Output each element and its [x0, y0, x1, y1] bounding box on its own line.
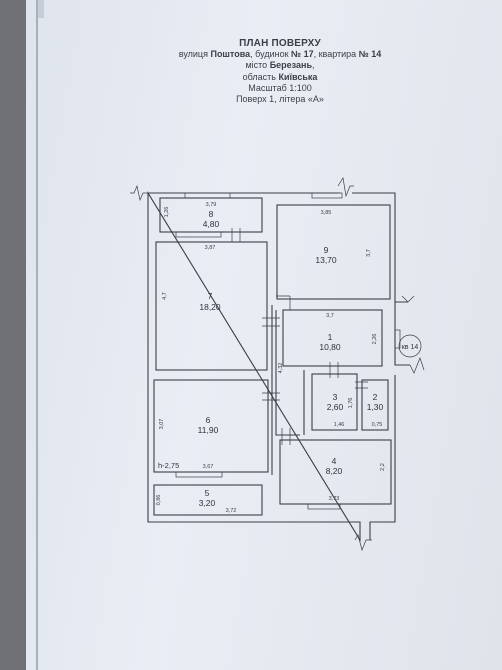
- dim-room4-bottom: 3,73: [329, 496, 340, 502]
- room-number-1: 1: [328, 332, 333, 342]
- binder-spine: [36, 0, 38, 670]
- outer-wall: [147, 191, 410, 542]
- room-number-4: 4: [332, 456, 337, 466]
- break-mark-top-left: [130, 184, 148, 202]
- dim-room1-top: 3,7: [326, 313, 334, 319]
- plan-header: ПЛАН ПОВЕРХУ вулиця Поштова, будинок № 1…: [130, 38, 430, 105]
- room-area-5: 3,20: [199, 498, 216, 508]
- dim-room6-side: 3,07: [159, 419, 165, 430]
- dim-room5-bottom: 3,72: [226, 508, 237, 514]
- break-mark-top: [337, 177, 354, 198]
- paper-sheet: [26, 0, 502, 670]
- room-area-6: 11,90: [198, 425, 219, 435]
- dim-room3-side: 1,76: [348, 398, 354, 409]
- room-area-3: 2,60: [327, 402, 344, 412]
- address-line: вулиця Поштова, будинок № 17, квартира №…: [178, 49, 382, 60]
- room-3-outline: [311, 373, 358, 431]
- apartment-marker: [398, 334, 422, 358]
- oblast-line: область Київська: [242, 71, 318, 82]
- room-9-outline: [276, 204, 391, 300]
- room-number-5: 5: [205, 488, 210, 498]
- scale-line: Масштаб 1:100: [248, 82, 312, 93]
- break-mark-right-top: [401, 295, 415, 303]
- room-2-outline: [361, 379, 389, 431]
- floor-line: Поверх 1, літера «А»: [236, 94, 324, 105]
- room-area-9: 13,70: [315, 255, 337, 265]
- dim-room2-bottom: 0,75: [372, 422, 383, 428]
- room-number-9: 9: [324, 245, 329, 255]
- room-number-2: 2: [373, 392, 378, 402]
- dim-corridor: 4,32: [278, 363, 284, 374]
- dim-room3-bottom: 1,46: [334, 422, 345, 428]
- dim-room1-side: 2,26: [372, 334, 378, 345]
- room-area-4: 8,20: [326, 466, 343, 476]
- city-line: місто Березань,: [245, 60, 315, 71]
- room-area-2: 1,30: [367, 402, 384, 412]
- dim-room5-side: 0,86: [156, 495, 162, 506]
- room-number-6: 6: [206, 415, 211, 425]
- room-area-8: 4,80: [203, 219, 220, 229]
- dim-room6-bottom: 3,67: [203, 464, 214, 470]
- corridor-walls: [271, 305, 305, 475]
- break-mark-right: [409, 356, 425, 374]
- ceiling-height: h-2,75: [158, 461, 179, 470]
- room-area-7: 18,20: [199, 302, 221, 312]
- dim-room8-bottom: 3,87: [205, 245, 216, 251]
- room-5-outline: [153, 484, 263, 516]
- page-corner: [38, 0, 44, 18]
- windows: [175, 192, 401, 510]
- plan-title: ПЛАН ПОВЕРХУ: [239, 38, 321, 49]
- break-mark-bottom: [354, 534, 372, 552]
- room-number-7: 7: [208, 291, 213, 301]
- apartment-label: кв 14: [402, 344, 419, 351]
- dim-room7-side: 4,7: [162, 292, 168, 300]
- room-area-1: 10,80: [319, 342, 341, 352]
- room-1-outline: [282, 309, 383, 367]
- room-number-3: 3: [333, 392, 338, 402]
- dim-room8-side: 1,26: [164, 207, 170, 218]
- dim-room9-side: 3,7: [366, 249, 372, 257]
- dim-room8-top: 3,79: [206, 202, 217, 208]
- room-number-8: 8: [209, 209, 214, 219]
- dim-room4-side: 2,2: [380, 463, 386, 471]
- door-ticks: [231, 228, 368, 445]
- room-7-outline: [155, 241, 268, 371]
- dim-room9-top: 3,85: [321, 210, 332, 216]
